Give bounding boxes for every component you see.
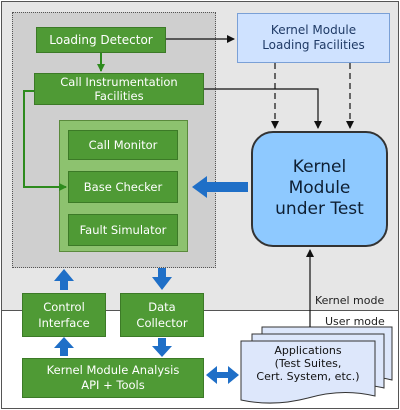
control-interface-line1: Control bbox=[43, 300, 85, 314]
arrow-instrumentation-to-checker bbox=[23, 90, 67, 191]
analysis-tools-box: Kernel Module Analysis API + Tools bbox=[22, 358, 204, 398]
applications-document-stack bbox=[240, 326, 393, 404]
analysis-tools-line1: Kernel Module Analysis bbox=[46, 363, 180, 377]
fault-simulator-label: Fault Simulator bbox=[79, 223, 167, 237]
kernel-module-loading-box: Kernel Module Loading Facilities bbox=[237, 13, 390, 63]
user-mode-label: User mode bbox=[325, 315, 385, 328]
arrow-instrumentation-to-kmt bbox=[204, 88, 322, 129]
control-interface-box: Control Interface bbox=[22, 293, 106, 337]
analysis-tools-line2: API + Tools bbox=[81, 378, 145, 392]
fault-simulator-box: Fault Simulator bbox=[68, 214, 178, 246]
blue-double-arrow-tools-applications bbox=[206, 366, 239, 384]
call-instrumentation-label-line2: Facilities bbox=[94, 89, 144, 103]
applications-label: Applications (Test Suites, Cert. System,… bbox=[244, 344, 372, 383]
blue-arrow-control-up bbox=[54, 269, 74, 290]
kmt-line1: Kernel bbox=[292, 157, 347, 177]
blue-arrow-kmt-to-checker bbox=[192, 176, 248, 198]
applications-line3: Cert. System, etc.) bbox=[256, 370, 360, 383]
blue-arrow-tools-to-control bbox=[54, 337, 74, 356]
data-collector-line2: Collector bbox=[136, 316, 188, 330]
call-instrumentation-label-line1: Call Instrumentation bbox=[60, 75, 178, 89]
call-instrumentation-box: Call Instrumentation Facilities bbox=[34, 73, 204, 105]
kmt-line3: under Test bbox=[275, 199, 364, 219]
blue-arrow-collector-to-tools bbox=[152, 338, 172, 357]
applications-line2: (Test Suites, bbox=[274, 357, 342, 370]
loading-detector-label: Loading Detector bbox=[49, 33, 153, 47]
kernel-module-loading-line1: Kernel Module bbox=[270, 23, 357, 37]
data-collector-box: Data Collector bbox=[120, 293, 204, 337]
kernel-mode-label: Kernel mode bbox=[315, 294, 385, 307]
blue-arrow-collector-down bbox=[152, 268, 172, 290]
kernel-module-under-test-box: Kernel Module under Test bbox=[251, 131, 388, 247]
base-checker-label: Base Checker bbox=[83, 180, 163, 194]
applications-line1: Applications bbox=[274, 344, 342, 357]
kmt-line2: Module bbox=[288, 178, 351, 198]
control-interface-line2: Interface bbox=[38, 316, 90, 330]
call-monitor-box: Call Monitor bbox=[68, 130, 178, 160]
loading-detector-box: Loading Detector bbox=[36, 27, 166, 53]
kernel-module-loading-line2: Loading Facilities bbox=[262, 38, 365, 52]
call-monitor-label: Call Monitor bbox=[88, 138, 158, 152]
base-checker-box: Base Checker bbox=[68, 171, 178, 203]
data-collector-line1: Data bbox=[148, 300, 176, 314]
